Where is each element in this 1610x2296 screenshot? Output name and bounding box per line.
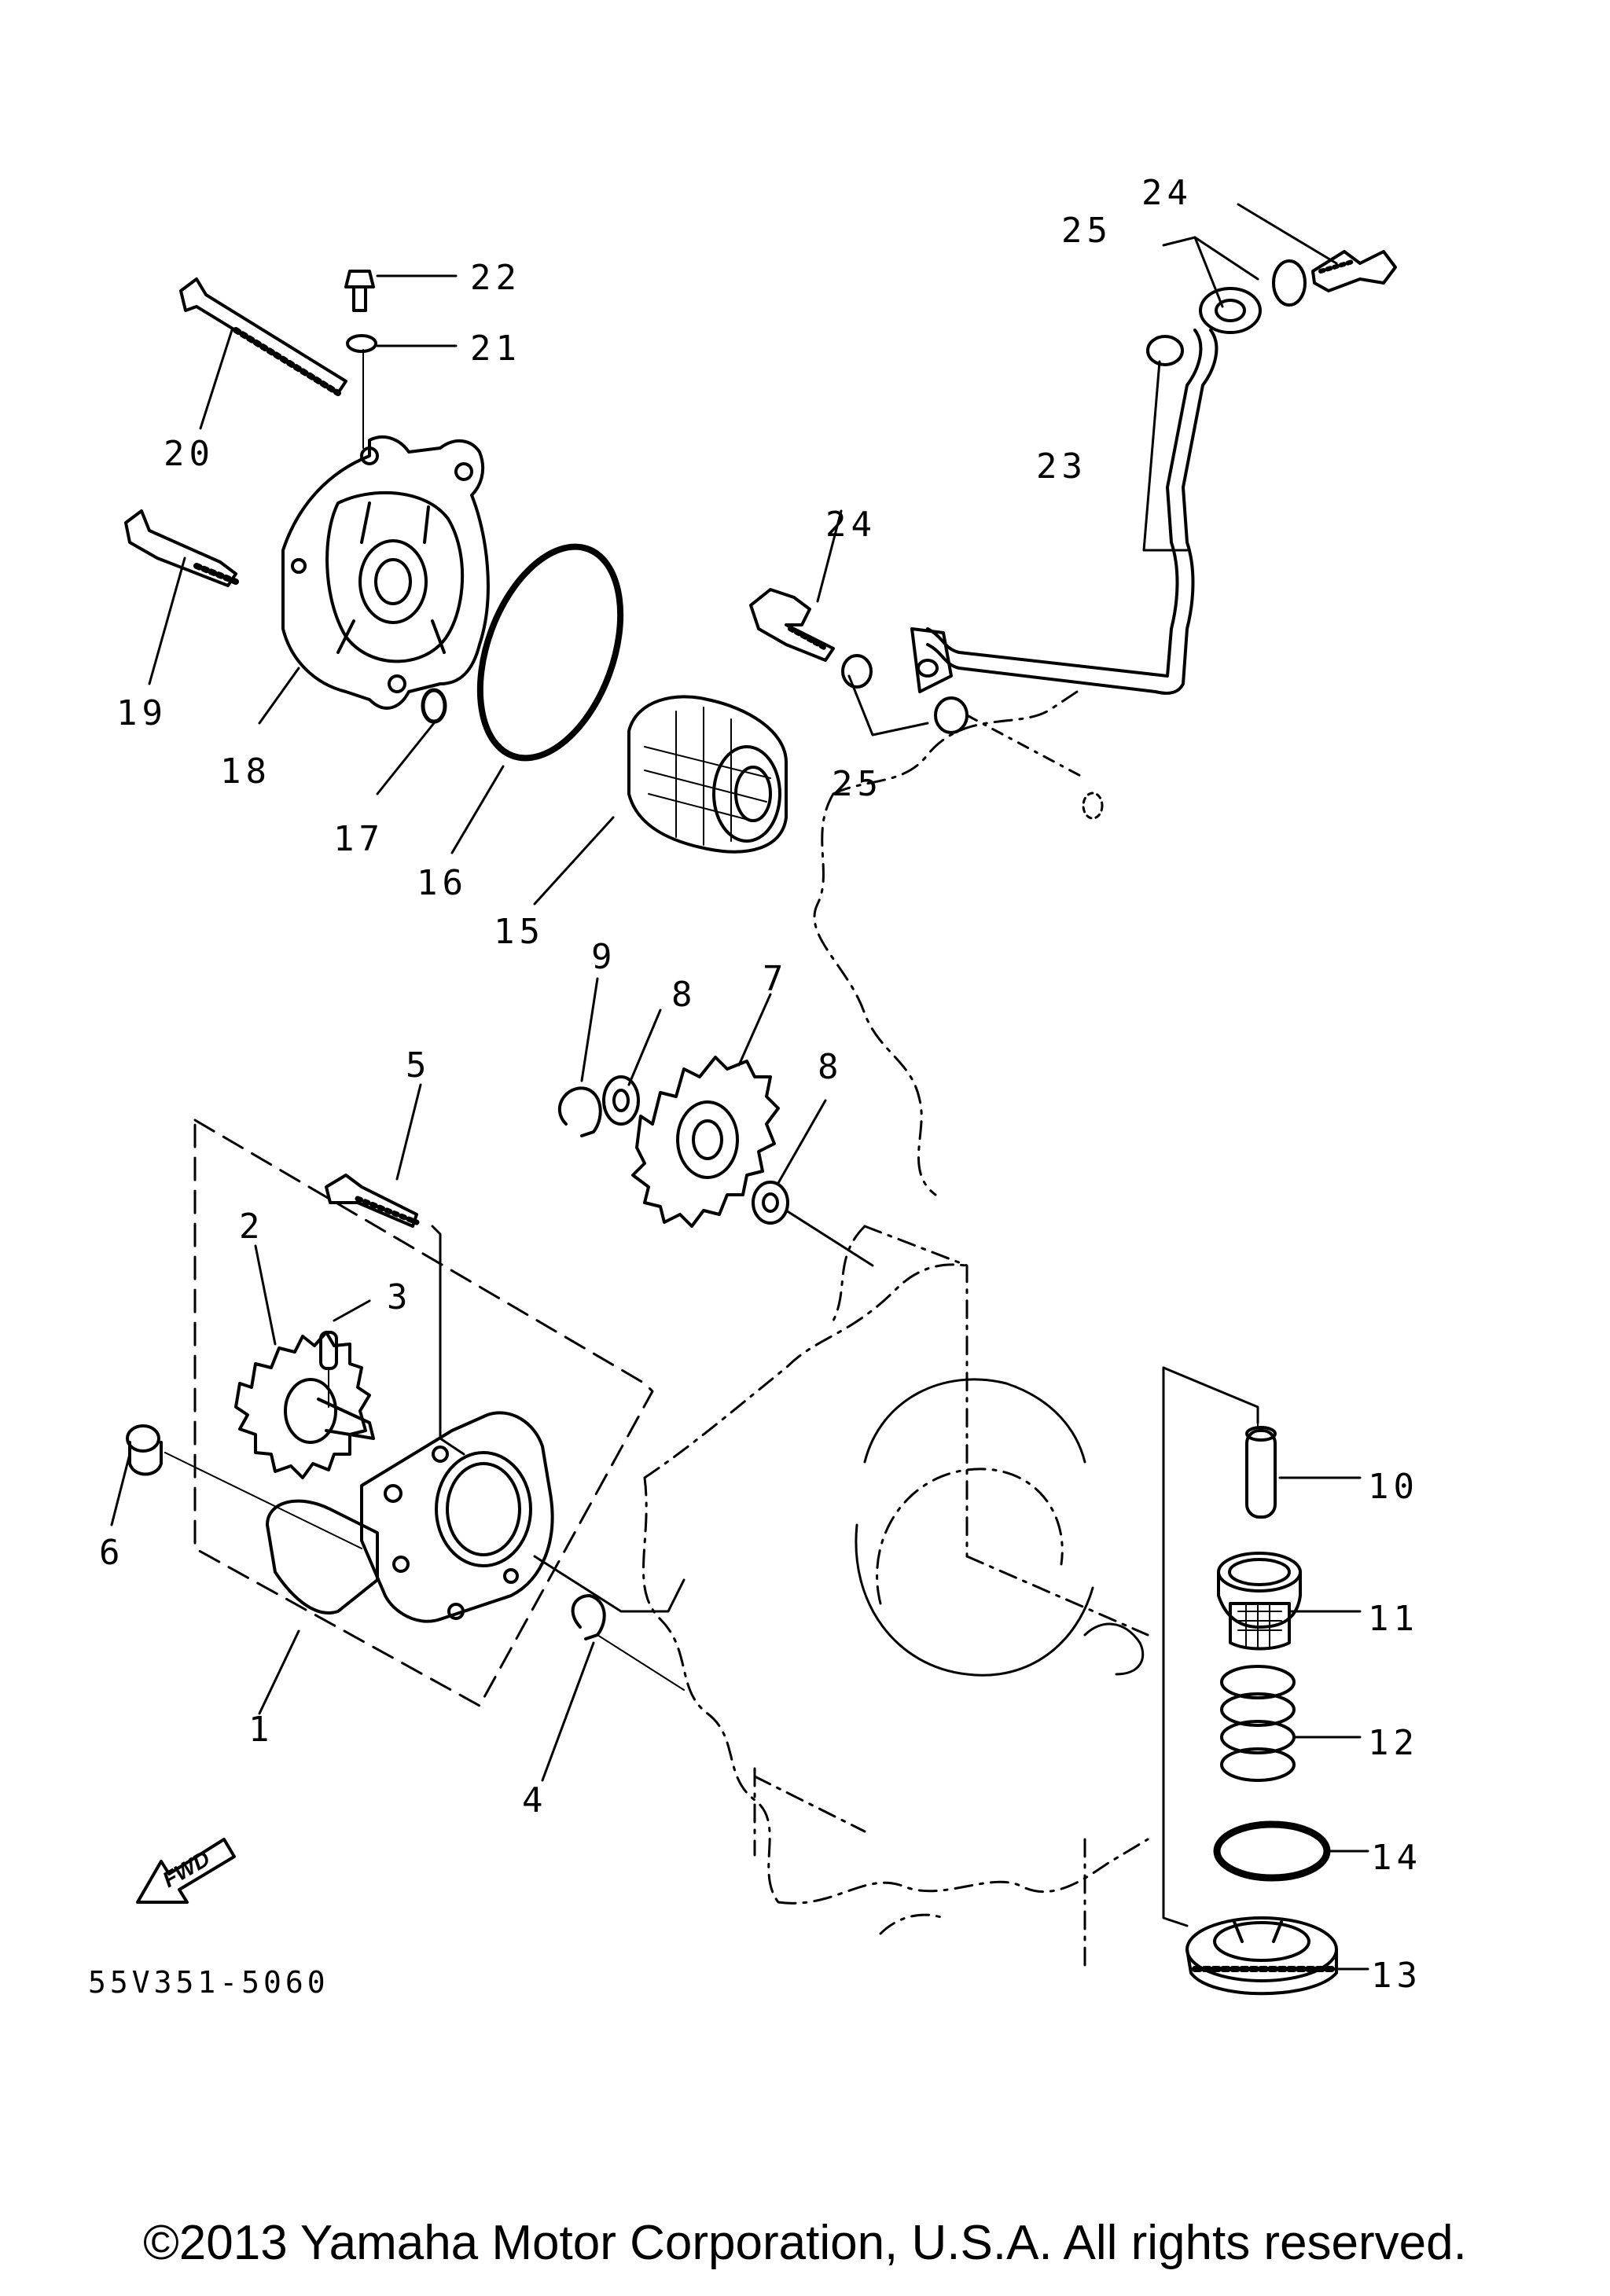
part-8-washer-b-inner xyxy=(762,1192,779,1213)
part-2-gear xyxy=(234,1331,375,1479)
callout-9: 9 xyxy=(591,937,617,977)
part-7-gear xyxy=(631,1056,780,1228)
part-25-washer-c xyxy=(841,654,873,689)
part-18-filter-cover xyxy=(281,435,490,710)
part-9-circlip xyxy=(557,1086,602,1137)
diagram-code: 55V351-5060 xyxy=(88,1965,329,2000)
part-20-bolt xyxy=(179,277,347,396)
callouts: 1 2 3 4 5 6 7 8 8 9 10 11 12 13 14 15 16… xyxy=(99,173,1422,1996)
part-17-o-ring xyxy=(421,688,447,724)
callout-21: 21 xyxy=(470,329,521,369)
callout-11: 11 xyxy=(1368,1599,1419,1639)
callout-6: 6 xyxy=(99,1533,125,1573)
part-24-bolt-lower xyxy=(749,588,835,662)
callout-20: 20 xyxy=(164,434,215,474)
callout-8b: 8 xyxy=(818,1047,844,1087)
part-16-o-ring xyxy=(476,543,624,762)
callout-24a: 24 xyxy=(1141,173,1193,213)
part-14-o-ring xyxy=(1213,1820,1331,1882)
callout-17: 17 xyxy=(333,819,384,859)
callout-5: 5 xyxy=(406,1045,432,1086)
part-25-washer-a xyxy=(1272,259,1307,307)
part-8-washer-b xyxy=(752,1181,789,1225)
callout-1: 1 xyxy=(248,1710,274,1750)
part-1-oil-pump xyxy=(266,1411,686,1623)
callout-7: 7 xyxy=(763,959,788,999)
callout-15: 15 xyxy=(494,912,545,952)
callout-8a: 8 xyxy=(671,975,697,1015)
callout-10: 10 xyxy=(1368,1467,1419,1507)
part-25-washer-b xyxy=(1146,335,1184,366)
callout-22: 22 xyxy=(470,258,521,298)
callout-18: 18 xyxy=(220,751,271,792)
callout-2: 2 xyxy=(239,1207,265,1247)
part-10-collar xyxy=(1245,1426,1277,1519)
part-19-bolt xyxy=(124,509,239,587)
part-8-washer-a-inner xyxy=(612,1089,630,1112)
callout-19: 19 xyxy=(116,693,167,733)
fwd-arrow-icon xyxy=(136,1838,236,1904)
part-12-spring xyxy=(1220,1665,1296,1782)
part-6-collar xyxy=(126,1424,362,1549)
callout-4: 4 xyxy=(522,1780,548,1820)
part-13-drain-plug xyxy=(1185,1916,1340,1996)
part-11-strainer xyxy=(1217,1552,1302,1651)
part-25-washer-d xyxy=(934,696,969,734)
callout-16: 16 xyxy=(417,863,468,903)
callout-24b: 24 xyxy=(825,505,877,545)
part-23-oil-pipe xyxy=(910,287,1262,695)
callout-25a: 25 xyxy=(1061,211,1112,251)
pump-assembly-bracket xyxy=(193,1119,654,1707)
copyright-notice: ©2013 Yamaha Motor Corporation, U.S.A. A… xyxy=(143,2216,1467,2270)
crankcase-outline xyxy=(642,690,1149,1967)
callout-13: 13 xyxy=(1371,1956,1422,1996)
callout-23: 23 xyxy=(1036,446,1087,487)
part-8-washer-a xyxy=(602,1075,640,1126)
part-15-oil-filter xyxy=(627,695,788,854)
callout-3: 3 xyxy=(387,1277,413,1317)
part-5-bolt xyxy=(325,1174,465,1456)
callout-12: 12 xyxy=(1368,1723,1419,1763)
part-4-circlip xyxy=(571,1594,606,1640)
crankcase-bearing-circle xyxy=(855,1378,1145,1677)
callout-25b: 25 xyxy=(832,764,883,804)
leader-lines xyxy=(110,203,1369,1971)
part-24-bolt-upper xyxy=(1311,250,1397,292)
part-22-screw xyxy=(344,270,375,312)
callout-14: 14 xyxy=(1371,1838,1422,1878)
part-21-washer xyxy=(346,334,377,353)
